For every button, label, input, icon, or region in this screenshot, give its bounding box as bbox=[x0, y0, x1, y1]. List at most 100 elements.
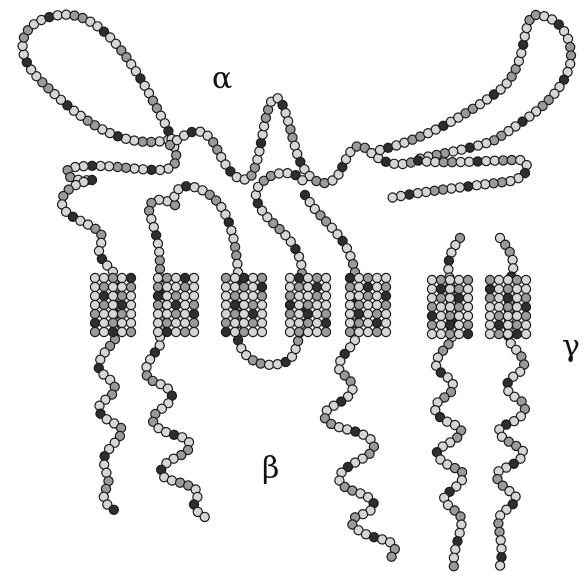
residue-bead bbox=[414, 156, 423, 165]
residue-bead bbox=[494, 519, 503, 528]
residue-bead bbox=[126, 300, 135, 309]
residue-bead bbox=[405, 190, 414, 199]
residue-bead bbox=[153, 273, 162, 282]
residue-bead bbox=[354, 318, 363, 327]
residue-bead bbox=[430, 186, 439, 195]
residue-bead bbox=[121, 163, 130, 172]
residue-bead bbox=[130, 164, 139, 173]
residue-bead bbox=[521, 302, 530, 311]
residue-bead bbox=[171, 282, 180, 291]
residue-bead bbox=[473, 157, 482, 166]
residue-bead bbox=[303, 327, 312, 336]
residue-bead bbox=[233, 259, 242, 268]
residue-bead bbox=[485, 329, 494, 338]
residue-bead bbox=[497, 178, 506, 187]
residue-bead bbox=[221, 327, 230, 336]
residue-bead bbox=[503, 329, 512, 338]
residue-bead bbox=[503, 284, 512, 293]
residue-bead bbox=[294, 336, 303, 345]
residue-bead bbox=[256, 359, 265, 368]
residue-bead bbox=[102, 468, 111, 477]
residue-bead bbox=[449, 147, 458, 156]
residue-bead bbox=[265, 360, 274, 369]
residue-bead bbox=[503, 320, 512, 329]
residue-bead bbox=[180, 309, 189, 318]
residue-bead bbox=[312, 291, 321, 300]
residue-bead bbox=[230, 273, 239, 282]
residue-bead bbox=[436, 293, 445, 302]
residue-bead bbox=[239, 309, 248, 318]
residue-bead bbox=[221, 309, 230, 318]
gamma-subunit-label: γ bbox=[562, 329, 580, 364]
residue-bead bbox=[99, 318, 108, 327]
residue-bead bbox=[445, 275, 454, 284]
residue-bead bbox=[153, 309, 162, 318]
alpha-chain-left-loop bbox=[18, 10, 181, 185]
residue-bead bbox=[162, 327, 171, 336]
residue-bead bbox=[126, 291, 135, 300]
residue-bead bbox=[171, 318, 180, 327]
residue-bead bbox=[321, 327, 330, 336]
residue-bead bbox=[171, 291, 180, 300]
residue-bead bbox=[180, 300, 189, 309]
residue-bead bbox=[90, 300, 99, 309]
residue-bead bbox=[189, 300, 198, 309]
residue-bead bbox=[354, 300, 363, 309]
residue-bead bbox=[321, 282, 330, 291]
residue-bead bbox=[312, 273, 321, 282]
residue-bead bbox=[255, 147, 264, 156]
residue-bead bbox=[489, 179, 498, 188]
residue-bead bbox=[363, 291, 372, 300]
residue-bead bbox=[126, 318, 135, 327]
residue-bead bbox=[285, 318, 294, 327]
residue-bead bbox=[221, 282, 230, 291]
residue-bead bbox=[495, 527, 504, 536]
residue-bead bbox=[138, 137, 147, 146]
residue-bead bbox=[345, 327, 354, 336]
residue-bead bbox=[257, 318, 266, 327]
residue-bead bbox=[494, 293, 503, 302]
residue-bead bbox=[372, 318, 381, 327]
residue-bead bbox=[445, 311, 454, 320]
residue-bead bbox=[388, 193, 397, 202]
residue-bead bbox=[485, 293, 494, 302]
residue-bead bbox=[438, 185, 447, 194]
residue-bead bbox=[363, 300, 372, 309]
residue-bead bbox=[439, 158, 448, 167]
residue-bead bbox=[239, 318, 248, 327]
residue-bead bbox=[387, 552, 396, 561]
residue-bead bbox=[427, 284, 436, 293]
residue-bead bbox=[258, 130, 267, 139]
residue-bead bbox=[463, 284, 472, 293]
residue-bead bbox=[180, 291, 189, 300]
residue-bead bbox=[230, 282, 239, 291]
residue-bead bbox=[508, 255, 517, 264]
residue-bead bbox=[105, 162, 114, 171]
residue-bead bbox=[99, 309, 108, 318]
residue-bead bbox=[312, 327, 321, 336]
residue-bead bbox=[126, 282, 135, 291]
residue-bead bbox=[260, 122, 269, 131]
residue-bead bbox=[345, 282, 354, 291]
residue-bead bbox=[189, 309, 198, 318]
residue-bead bbox=[363, 273, 372, 282]
residue-bead bbox=[90, 318, 99, 327]
residue-bead bbox=[454, 293, 463, 302]
residue-bead bbox=[189, 291, 198, 300]
residue-bead bbox=[427, 329, 436, 338]
residue-bead bbox=[248, 282, 257, 291]
residue-bead bbox=[454, 275, 463, 284]
residue-bead bbox=[463, 311, 472, 320]
residue-bead bbox=[285, 273, 294, 282]
residue-bead bbox=[496, 561, 505, 570]
residue-bead bbox=[248, 327, 257, 336]
residue-bead bbox=[248, 309, 257, 318]
residue-bead bbox=[381, 157, 390, 166]
residue-bead bbox=[90, 327, 99, 336]
residue-bead bbox=[497, 544, 506, 553]
residue-bead bbox=[171, 309, 180, 318]
residue-bead bbox=[321, 273, 330, 282]
residue-bead bbox=[155, 247, 164, 256]
residue-bead bbox=[59, 192, 68, 201]
residue-bead bbox=[490, 156, 499, 165]
